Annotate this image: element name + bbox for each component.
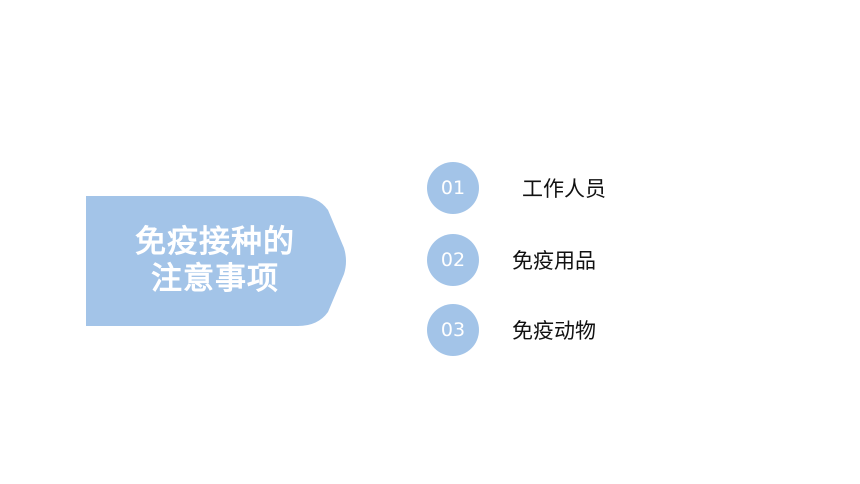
list-item-1: 01 工作人员 xyxy=(427,162,606,214)
list-item-2: 02 免疫用品 xyxy=(427,234,596,286)
banner-title-line2: 注意事项 xyxy=(151,261,279,297)
banner-arrow-shape xyxy=(86,196,346,326)
number-badge-1: 01 xyxy=(427,162,479,214)
item-label-2: 免疫用品 xyxy=(512,249,596,273)
number-badge-3: 03 xyxy=(427,304,479,356)
list-item-3: 03 免疫动物 xyxy=(427,304,596,356)
number-badge-2: 02 xyxy=(427,234,479,286)
banner-title-line1: 免疫接种的 xyxy=(135,224,295,260)
item-label-3: 免疫动物 xyxy=(512,319,596,343)
item-label-1: 工作人员 xyxy=(522,177,606,201)
title-banner: 免疫接种的 注意事项 xyxy=(86,196,348,326)
banner-title: 免疫接种的 注意事项 xyxy=(86,196,344,326)
